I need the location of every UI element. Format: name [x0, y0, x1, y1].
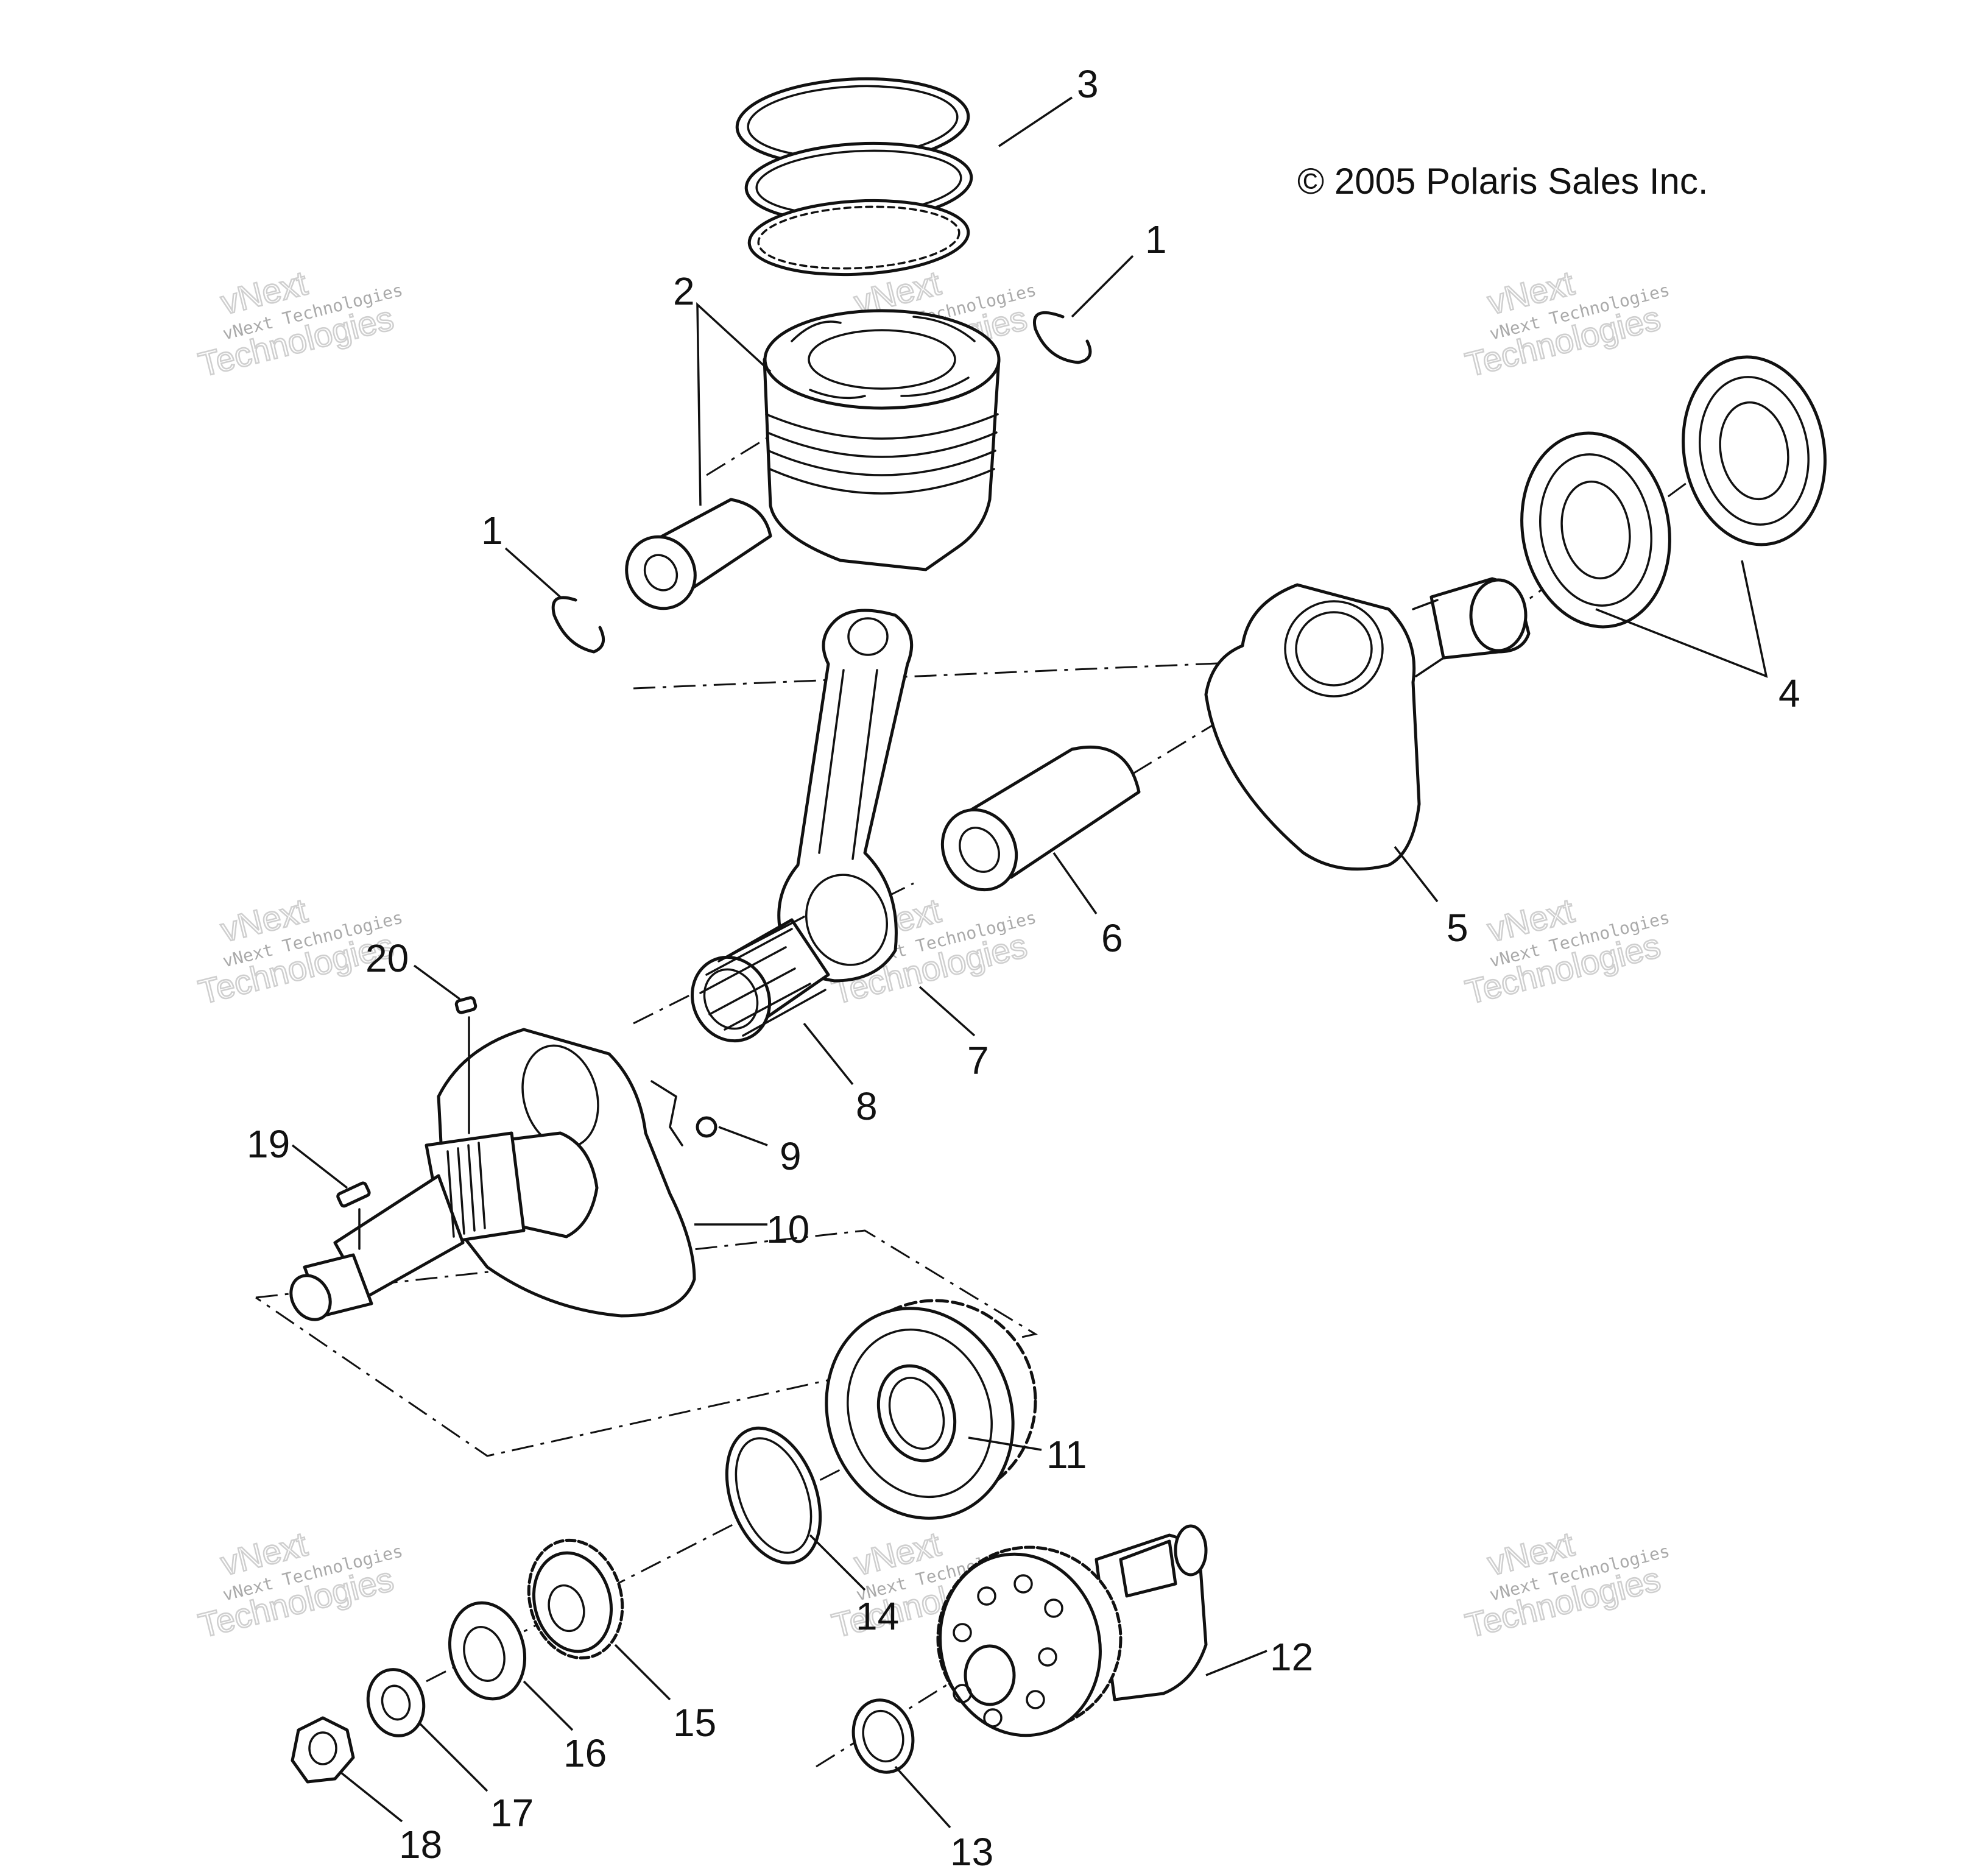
washer: [366, 1668, 426, 1737]
watermark: vNext vNext Technologies Technologies: [1461, 890, 1672, 1012]
circlip-lower: [551, 596, 605, 654]
needle-bearing: [690, 916, 830, 1043]
ball-bearing-inner: [1520, 431, 1671, 629]
callout-7: 7: [967, 1039, 989, 1083]
hex-nut: [291, 1716, 355, 1784]
callout-6: 6: [1101, 916, 1123, 960]
callout-4: 4: [1778, 671, 1800, 715]
callout-3: 3: [1077, 62, 1099, 106]
watermark: vNext vNext Technologies Technologies: [1461, 263, 1672, 384]
crankshaft-left: [289, 996, 717, 1321]
piston-rings: [735, 77, 973, 277]
crank-pin: [940, 745, 1141, 892]
ball-bearing-outer: [1682, 355, 1827, 546]
connecting-rod: [777, 609, 914, 983]
balance-shaft: [936, 1524, 1208, 1737]
lock-nut: [448, 1601, 527, 1701]
leader-lines: [291, 96, 1768, 1829]
callout-18: 18: [399, 1823, 442, 1867]
callout-8: 8: [856, 1084, 878, 1128]
callout-11: 11: [1046, 1433, 1087, 1477]
piston: [763, 309, 1001, 571]
callouts: 1 1 2 3 4 5 6 7 8 9 10 11 12 13 14 15 16…: [247, 62, 1800, 1872]
thrust-washer: [725, 1426, 822, 1565]
callout-1-lower: 1: [481, 509, 503, 553]
callout-20: 20: [365, 936, 409, 980]
watermark: vNext vNext Technologies Technologies: [1461, 1524, 1672, 1645]
callout-5: 5: [1447, 906, 1468, 950]
callout-14: 14: [856, 1594, 899, 1638]
callout-19: 19: [247, 1122, 290, 1166]
timing-sprocket: [527, 1538, 624, 1660]
callout-15: 15: [673, 1701, 716, 1745]
crankshaft-right: [1204, 577, 1531, 871]
watermark: vNext vNext Technologies Technologies: [194, 1524, 405, 1645]
callout-12: 12: [1270, 1635, 1313, 1679]
callout-9: 9: [780, 1134, 802, 1178]
copyright-notice: © 2005 Polaris Sales Inc.: [1297, 161, 1708, 202]
callout-10: 10: [766, 1207, 809, 1251]
shim-washer: [851, 1698, 915, 1774]
callout-17: 17: [490, 1791, 534, 1835]
circlip-upper: [1033, 311, 1092, 364]
wrist-pin: [625, 498, 772, 610]
drive-gear: [825, 1299, 1037, 1520]
watermark: vNext vNext Technologies Technologies: [194, 263, 405, 384]
callout-16: 16: [563, 1731, 607, 1775]
callout-1-upper: 1: [1145, 217, 1167, 261]
callout-13: 13: [950, 1830, 993, 1872]
callout-2: 2: [673, 269, 695, 313]
